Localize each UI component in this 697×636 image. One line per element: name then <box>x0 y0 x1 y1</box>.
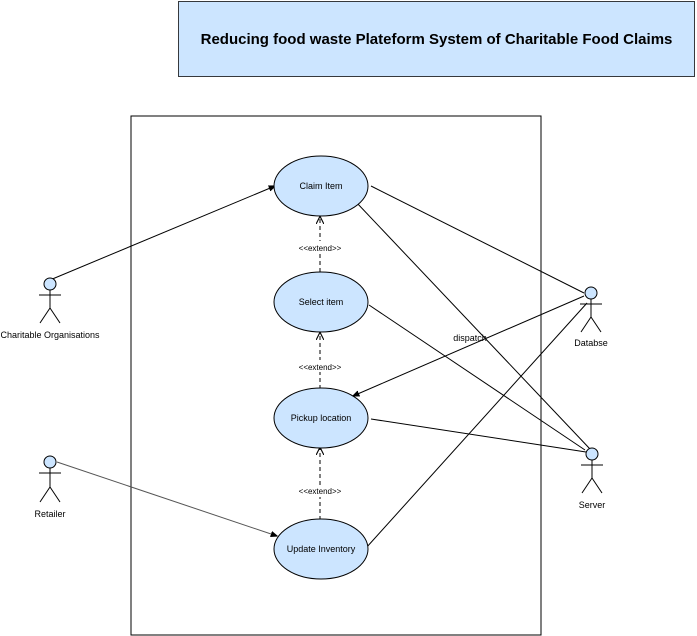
usecase-claim-item-label: Claim Item <box>299 181 342 191</box>
assoc-pickup-server <box>370 418 587 453</box>
actor-database[interactable] <box>580 286 602 333</box>
extend-label-bg <box>296 360 344 372</box>
usecase-update-inventory[interactable]: Update Inventory <box>273 518 369 580</box>
extend-label: <<extend>> <box>299 363 342 372</box>
diagram-title-box: Reducing food waste Plateform System of … <box>178 1 695 77</box>
extend-label-bg <box>296 241 344 253</box>
actor-server[interactable] <box>581 447 603 494</box>
assoc-database-pickup <box>353 295 585 396</box>
assoc-claim-server <box>355 201 591 450</box>
assoc-charity-claim <box>49 186 275 281</box>
extend-label: <<extend>> <box>299 244 342 253</box>
assoc-retailer-update <box>56 461 277 536</box>
diagram-title: Reducing food waste Plateform System of … <box>200 30 673 48</box>
assoc-update-database <box>365 302 588 549</box>
usecase-claim-item[interactable]: Claim Item <box>273 155 369 217</box>
usecase-select-item-label: Select item <box>299 297 344 307</box>
actor-server-label: Server <box>579 500 606 510</box>
actor-charitable-organisations-label: Charitable Organisations <box>0 330 100 340</box>
usecase-update-inventory-label: Update Inventory <box>287 544 356 554</box>
usecase-select-item[interactable]: Select item <box>273 271 369 333</box>
actor-database-label: Databse <box>574 338 608 348</box>
assoc-select-server <box>368 304 586 451</box>
actor-retailer[interactable] <box>39 455 61 503</box>
actor-charitable-organisations[interactable] <box>39 277 61 324</box>
usecase-pickup-location-label: Pickup location <box>291 413 352 423</box>
dispatch-label: dispatch <box>453 333 487 343</box>
extend-label-bg <box>296 485 344 497</box>
extend-label: <<extend>> <box>299 487 342 496</box>
assoc-claim-database <box>370 185 585 294</box>
system-boundary <box>130 115 542 636</box>
actor-retailer-label: Retailer <box>34 509 65 519</box>
usecase-pickup-location[interactable]: Pickup location <box>273 387 369 449</box>
